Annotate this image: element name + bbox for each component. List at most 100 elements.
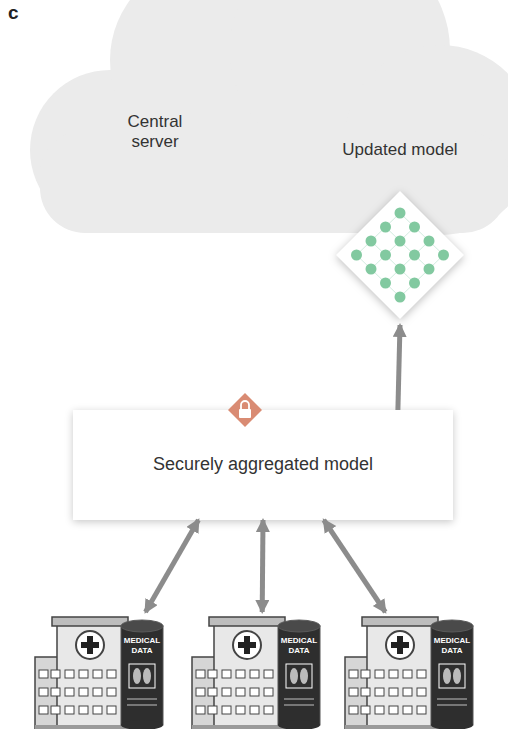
model-diamond: Updated model	[330, 140, 470, 325]
building-window	[417, 706, 426, 714]
building-window	[250, 670, 259, 678]
building-window	[349, 706, 358, 714]
building-window	[196, 670, 205, 678]
building-window	[51, 670, 60, 678]
database-bottom	[431, 720, 473, 729]
building-window	[250, 688, 259, 696]
building-block	[214, 624, 280, 729]
scan-frame	[439, 664, 465, 688]
node-text: MEDICAL DATA	[431, 636, 473, 656]
building-window	[375, 706, 384, 714]
lung-icon	[453, 668, 461, 684]
cross-circle	[386, 631, 414, 659]
network-node	[409, 250, 420, 261]
network-node	[395, 264, 406, 275]
building-window	[208, 670, 217, 678]
lock-body	[239, 409, 251, 418]
node-text: MEDICAL DATA	[278, 636, 320, 656]
building-window	[236, 688, 245, 696]
building-window	[403, 670, 412, 678]
diamond-shape	[336, 191, 464, 319]
cross-circle	[233, 631, 261, 659]
building-window	[236, 706, 245, 714]
network-node	[424, 264, 435, 275]
building-block	[57, 624, 123, 729]
network-node	[380, 250, 391, 261]
data-stripe	[437, 698, 467, 700]
building-window	[107, 670, 116, 678]
building-window	[222, 670, 231, 678]
cross-circle	[76, 631, 104, 659]
database-bottom	[121, 720, 163, 729]
building-ground	[192, 725, 292, 729]
data-stripe	[437, 704, 467, 706]
flow-arrow	[324, 520, 386, 612]
building-window	[107, 688, 116, 696]
cloud-shape-outline	[40, 0, 508, 240]
building-window	[403, 706, 412, 714]
building-window	[389, 688, 398, 696]
building-window	[349, 670, 358, 678]
building-window	[196, 688, 205, 696]
panel-letter: c	[8, 2, 19, 24]
network-node	[395, 236, 406, 247]
building-block	[367, 624, 433, 729]
building-window	[39, 706, 48, 714]
node-text: Updated model	[330, 140, 470, 160]
building-window	[264, 706, 273, 714]
database-top	[121, 620, 163, 632]
lung-icon	[443, 668, 451, 684]
lung-icon	[133, 668, 141, 684]
lung-icon	[143, 668, 151, 684]
hospital-database: MEDICAL DATA	[345, 612, 475, 729]
database-top	[431, 620, 473, 632]
cross-bar	[391, 642, 409, 648]
lock-diamond	[228, 393, 262, 427]
building-window	[222, 688, 231, 696]
building-window	[222, 706, 231, 714]
building-window	[196, 706, 205, 714]
cloud-shape: Central serverUpdated model	[40, 0, 508, 240]
network-node	[395, 292, 406, 303]
node-text: Securely aggregated model	[73, 453, 453, 475]
network-node	[438, 250, 449, 261]
data-stripe	[284, 704, 314, 706]
building-ground	[345, 725, 445, 729]
hospital-database: MEDICAL DATA	[192, 612, 322, 729]
building-window	[208, 706, 217, 714]
building-window	[79, 706, 88, 714]
lock-shackle	[241, 401, 249, 409]
database-top	[278, 620, 320, 632]
cross-bar	[81, 642, 99, 648]
building-window	[250, 706, 259, 714]
network-node	[366, 236, 377, 247]
building-roof	[52, 617, 128, 626]
building-window	[65, 706, 74, 714]
scan-frame	[129, 664, 155, 688]
building-window	[375, 670, 384, 678]
building-window	[39, 670, 48, 678]
cross-bar	[238, 642, 256, 648]
node-text: Central server	[115, 112, 195, 152]
flow-arrow	[260, 520, 266, 612]
building-window	[361, 670, 370, 678]
lung-icon	[290, 668, 298, 684]
building-window	[93, 706, 102, 714]
database-body	[431, 626, 473, 725]
building-window	[389, 706, 398, 714]
building-window	[361, 706, 370, 714]
building-window	[264, 670, 273, 678]
network-node	[409, 222, 420, 233]
cloud-base	[40, 130, 508, 233]
building-window	[107, 706, 116, 714]
building-window	[65, 688, 74, 696]
building-window	[79, 670, 88, 678]
building-window	[417, 688, 426, 696]
data-stripe	[127, 698, 157, 700]
process-box: Securely aggregated model	[73, 410, 453, 520]
hospital-database-outline	[35, 612, 165, 729]
building-window	[236, 670, 245, 678]
building-window	[208, 688, 217, 696]
